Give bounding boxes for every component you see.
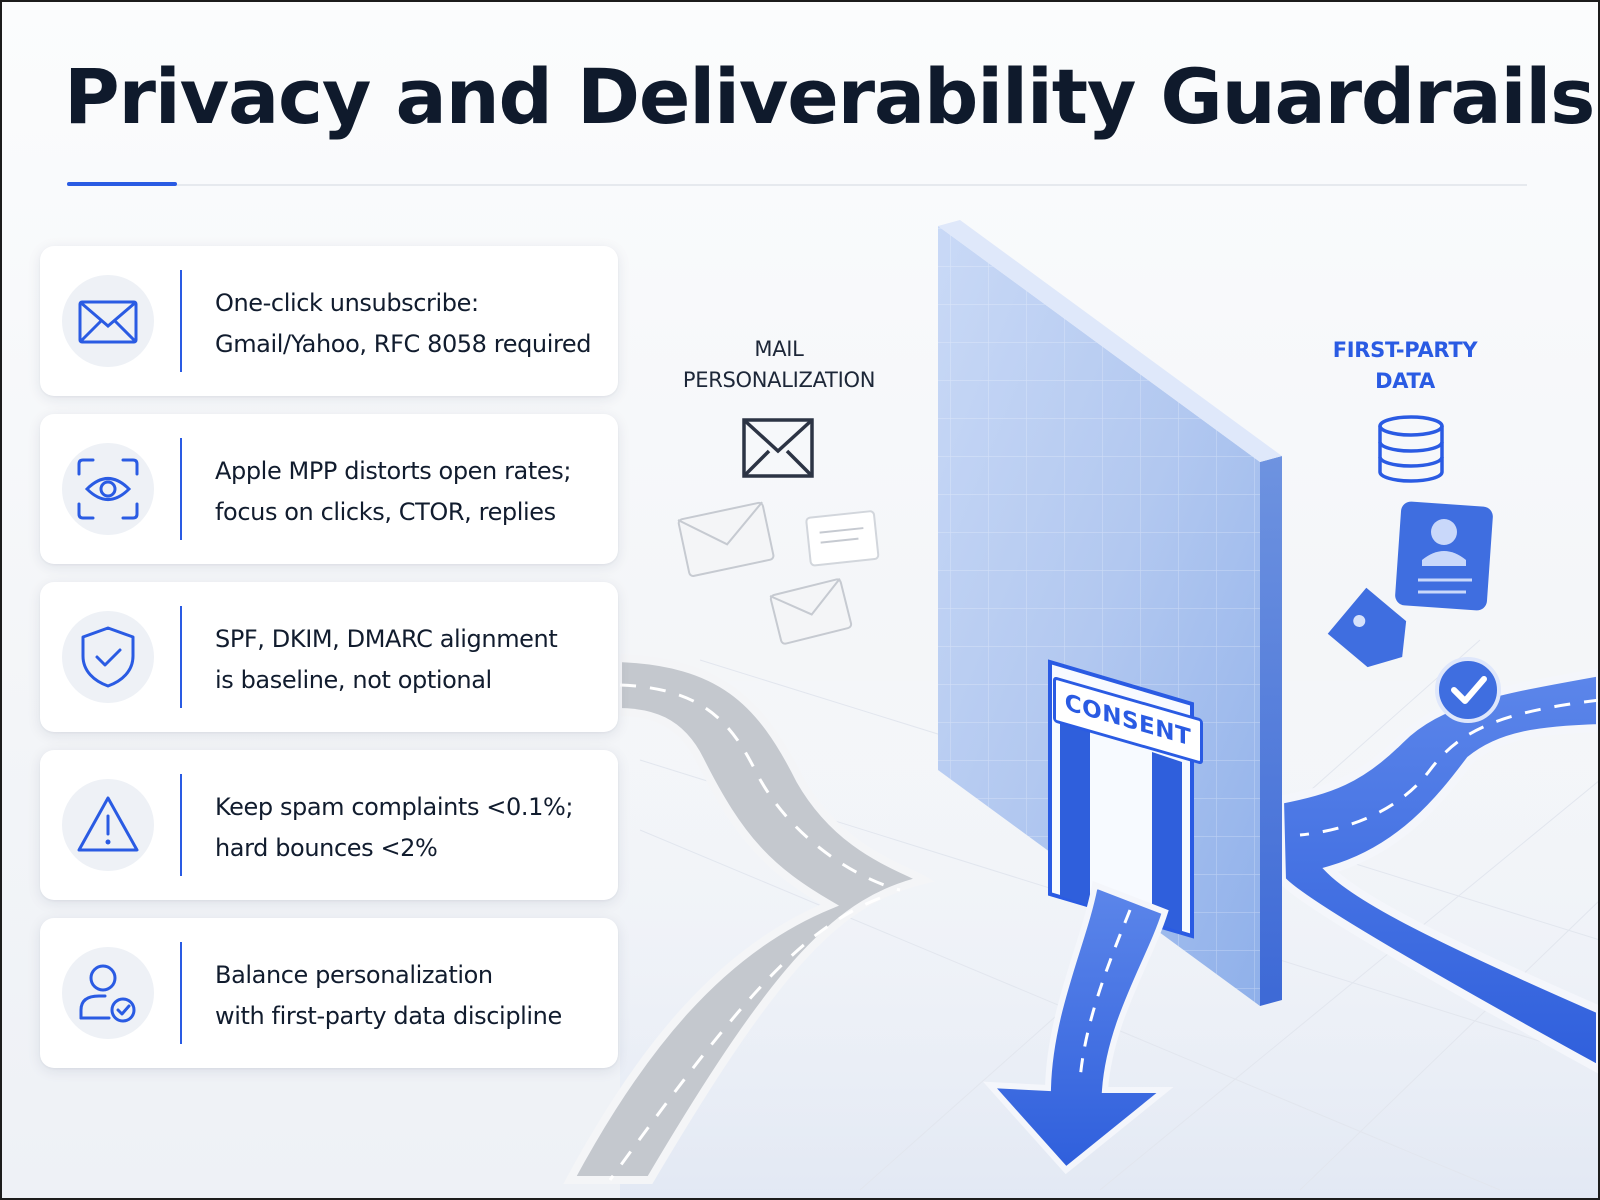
card-divider: [180, 774, 182, 876]
card-text: SPF, DKIM, DMARC alignment is baseline, …: [215, 625, 558, 694]
guardrail-card-unsubscribe: One-click unsubscribe: Gmail/Yahoo, RFC …: [40, 246, 618, 396]
card-divider: [180, 438, 182, 540]
title-accent-bar: [67, 182, 177, 186]
guardrail-list: One-click unsubscribe: Gmail/Yahoo, RFC …: [40, 246, 618, 1086]
check-badge-icon: [1435, 657, 1501, 723]
database-icon: [1378, 415, 1444, 483]
shield-check-icon: [62, 611, 154, 703]
card-text: Keep spam complaints <0.1%; hard bounces…: [215, 793, 574, 862]
mail-personalization-label: MAIL PERSONALIZATION: [682, 337, 876, 392]
guardrail-card-mpp: Apple MPP distorts open rates; focus on …: [40, 414, 618, 564]
eye-scan-icon: [62, 443, 154, 535]
card-text: Apple MPP distorts open rates; focus on …: [215, 457, 572, 526]
profile-card-icon: [1395, 501, 1493, 611]
user-check-icon: [62, 947, 154, 1039]
card-divider: [180, 270, 182, 372]
card-text: Balance personalization with first-party…: [215, 961, 562, 1030]
guardrail-card-personalization: Balance personalization with first-party…: [40, 918, 618, 1068]
card-text: One-click unsubscribe: Gmail/Yahoo, RFC …: [215, 289, 592, 358]
envelope-icon: [62, 275, 154, 367]
title-divider: [67, 184, 1527, 186]
guardrail-card-complaints: Keep spam complaints <0.1%; hard bounces…: [40, 750, 618, 900]
page-title: Privacy and Deliverability Guardrails: [64, 52, 1595, 141]
card-divider: [180, 606, 182, 708]
consent-arrow-road: [982, 880, 1174, 1175]
warning-triangle-icon: [62, 779, 154, 871]
guardrail-card-authentication: SPF, DKIM, DMARC alignment is baseline, …: [40, 582, 618, 732]
mail-envelope-icon: [742, 418, 814, 478]
card-divider: [180, 942, 182, 1044]
gray-road: [563, 653, 935, 1184]
floating-envelopes: [677, 501, 880, 645]
tag-icon: [1327, 587, 1407, 668]
first-party-data-label: FIRST-PARTY DATA: [1332, 338, 1478, 393]
